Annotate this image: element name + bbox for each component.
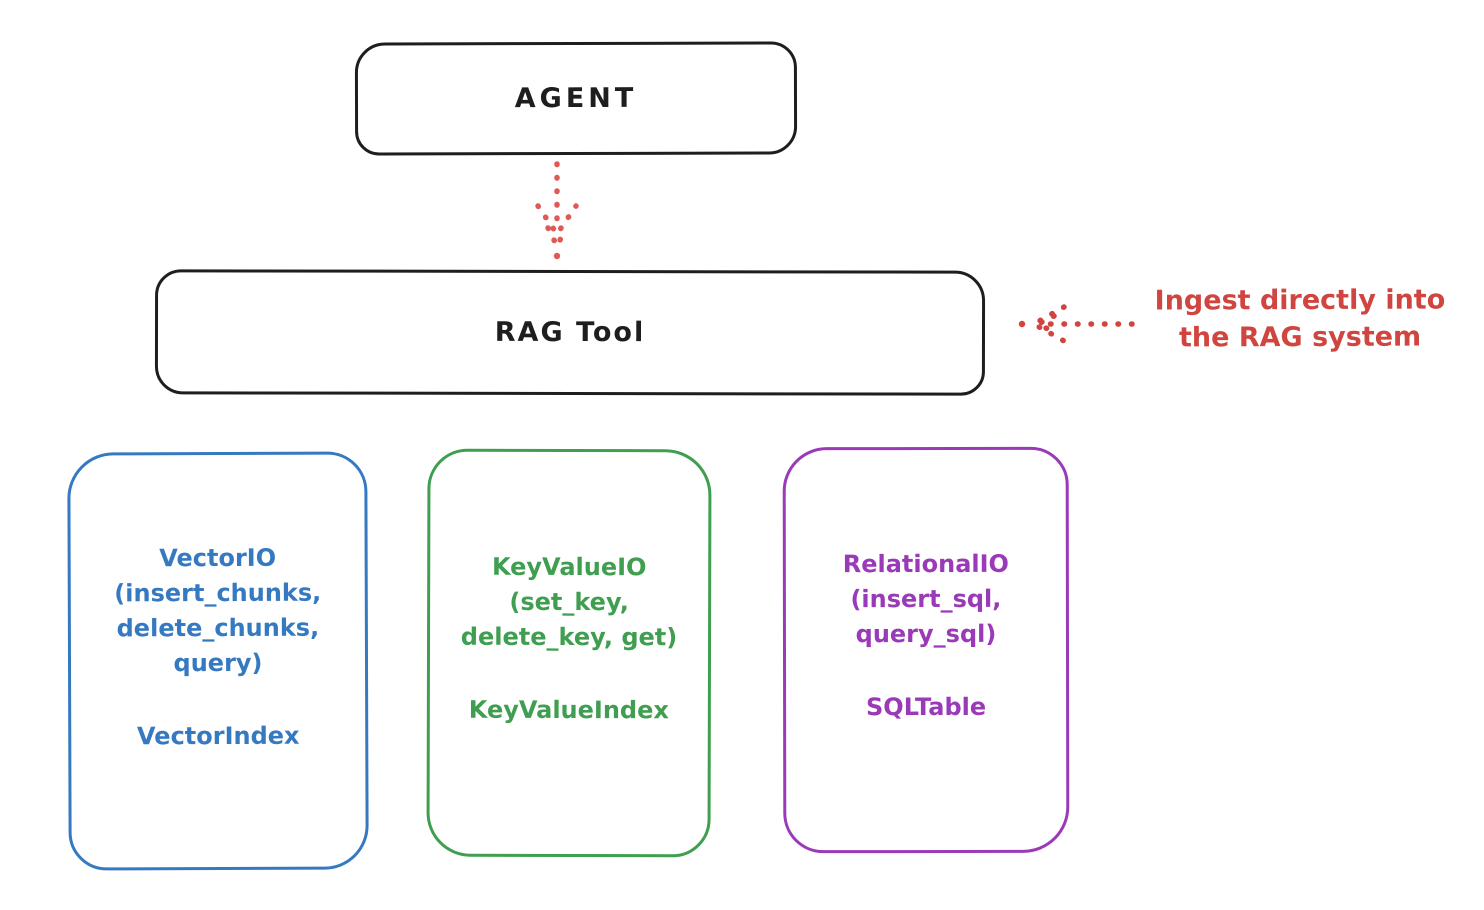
card-text-line: (insert_chunks, bbox=[114, 578, 322, 607]
ingest-annotation-line1: Ingest directly into bbox=[1154, 284, 1446, 317]
card-text-line: delete_chunks, bbox=[116, 613, 320, 642]
card-text-line: RelationalIO bbox=[842, 549, 1009, 579]
card-text-line: query) bbox=[173, 648, 263, 677]
vector-io-card: VectorIO (insert_chunks, delete_chunks, … bbox=[67, 451, 369, 871]
vector-io-text: VectorIO (insert_chunks, delete_chunks, … bbox=[114, 540, 321, 681]
card-text-line: query_sql) bbox=[855, 619, 997, 649]
relational-io-card: RelationalIO (insert_sql, query_sql) SQL… bbox=[782, 446, 1070, 854]
agent-label: AGENT bbox=[514, 82, 638, 115]
down-arrow-icon bbox=[535, 161, 579, 260]
sql-table-label: SQLTable bbox=[865, 692, 987, 722]
left-arrow-icon bbox=[1018, 304, 1135, 344]
agent-box: AGENT bbox=[354, 41, 798, 156]
keyvalue-io-card: KeyValueIO (set_key, delete_key, get) Ke… bbox=[426, 448, 712, 858]
rag-tool-box: RAG Tool bbox=[154, 269, 986, 396]
keyvalue-io-text: KeyValueIO (set_key, delete_key, get) bbox=[461, 550, 678, 656]
keyvalue-index-label: KeyValueIndex bbox=[468, 695, 669, 725]
card-text-line: (insert_sql, bbox=[850, 584, 1002, 614]
card-text-line: VectorIO bbox=[159, 543, 277, 572]
vector-index-label: VectorIndex bbox=[136, 721, 300, 750]
rag-tool-label: RAG Tool bbox=[494, 316, 646, 349]
ingest-annotation-line2: the RAG system bbox=[1178, 321, 1422, 354]
card-text-line: delete_key, get) bbox=[460, 622, 678, 652]
card-text-line: (set_key, bbox=[509, 587, 629, 617]
relational-io-text: RelationalIO (insert_sql, query_sql) bbox=[843, 547, 1009, 652]
card-text-line: KeyValueIO bbox=[491, 552, 647, 582]
ingest-annotation: Ingest directly into the RAG system bbox=[1130, 281, 1470, 356]
